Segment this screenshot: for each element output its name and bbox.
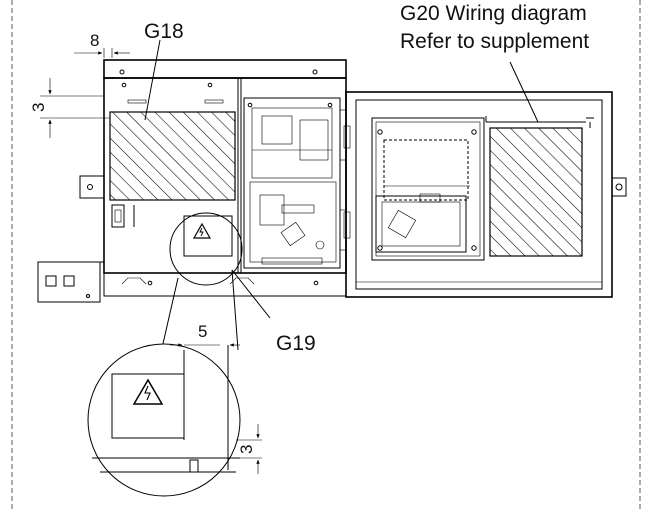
detail-view <box>87 343 262 497</box>
dimension-label-detail-width: 5 <box>198 322 207 341</box>
dashed-frame <box>11 0 641 512</box>
g18-label-area <box>109 111 236 201</box>
warning-sticker-small <box>183 215 233 257</box>
dimension-label-top-width: 8 <box>90 31 99 50</box>
g20-wiring-diagram-area <box>489 127 583 257</box>
label-g20-line2: Refer to supplement <box>400 30 589 53</box>
detail-callout-circle-small <box>169 212 243 286</box>
high-voltage-warning-icon <box>192 222 212 239</box>
dimension-top <box>40 48 130 138</box>
high-voltage-warning-icon-large <box>132 378 164 405</box>
right-cabinet <box>343 91 627 298</box>
leader-lines <box>144 39 539 351</box>
dimension-label-detail-height: 3 <box>237 445 256 454</box>
left-cabinet <box>37 59 347 303</box>
label-g20-line1: G20 Wiring diagram <box>400 2 587 25</box>
label-g19: G19 <box>276 332 316 355</box>
dimension-label-top-height: 3 <box>29 103 48 112</box>
label-g18: G18 <box>144 20 184 43</box>
